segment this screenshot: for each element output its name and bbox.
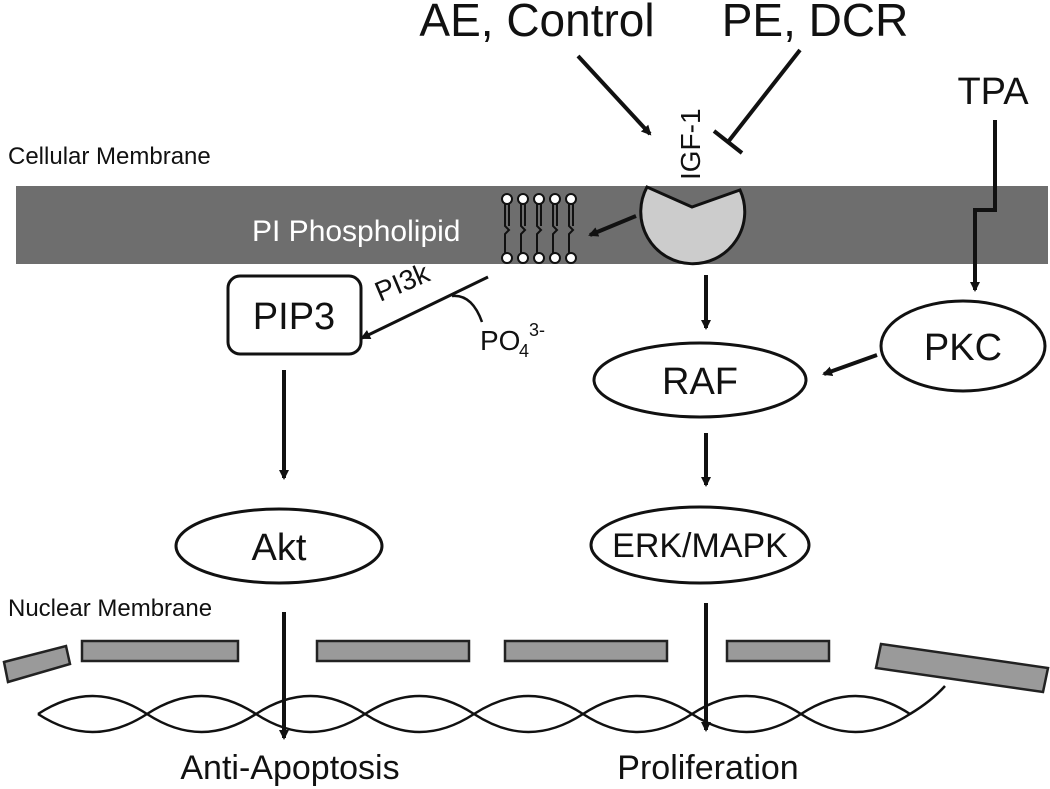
inhibitor-label: PE, DCR: [722, 0, 909, 46]
nuclear-membrane-label: Nuclear Membrane: [8, 595, 212, 622]
dna-helix: [37, 685, 946, 734]
receptor-to-pi-arrow: [588, 214, 637, 237]
pip3-node: [226, 274, 363, 356]
akt-label: Akt: [252, 527, 307, 569]
cellular-membrane-label: Cellular Membrane: [8, 143, 211, 170]
activation-arrow: [576, 54, 652, 136]
pi3k-label: PI3k: [370, 257, 435, 308]
phosphate-label: PO 4 3-: [480, 320, 545, 361]
nuclear-membrane: [2, 639, 1050, 694]
akt-node: [174, 507, 384, 585]
pi3k-arrow: [360, 275, 489, 340]
phospholipid-label: PI Phospholipid: [252, 215, 460, 248]
svg-text:4: 4: [519, 341, 529, 361]
igf1-receptor-shape: [639, 185, 747, 266]
pip3-label: PIP3: [253, 296, 335, 338]
activator-label: AE, Control: [419, 0, 654, 46]
phosphate-curve: [451, 294, 484, 323]
erk-mapk-node: [589, 505, 811, 585]
raf-label: RAF: [662, 361, 738, 403]
pkc-label: PKC: [924, 327, 1002, 369]
erk-mapk-label: ERK/MAPK: [612, 527, 788, 565]
raf-node: [592, 341, 808, 419]
tpa-label: TPA: [957, 71, 1029, 113]
anti-apoptosis-label: Anti-Apoptosis: [180, 749, 399, 787]
svg-text:PO: PO: [480, 325, 520, 356]
igf1-label: IGF-1: [675, 108, 706, 180]
phospholipid-bilayer-icon: [501, 193, 577, 264]
cell-membrane-band: [16, 186, 1048, 264]
tpa-to-pkc-arrow: [970, 120, 997, 292]
proliferation-label: Proliferation: [617, 749, 798, 787]
inhibition-bar: [712, 48, 802, 155]
pkc-to-raf-arrow: [822, 353, 878, 377]
pkc-node: [879, 299, 1047, 393]
svg-text:3-: 3-: [529, 320, 545, 340]
